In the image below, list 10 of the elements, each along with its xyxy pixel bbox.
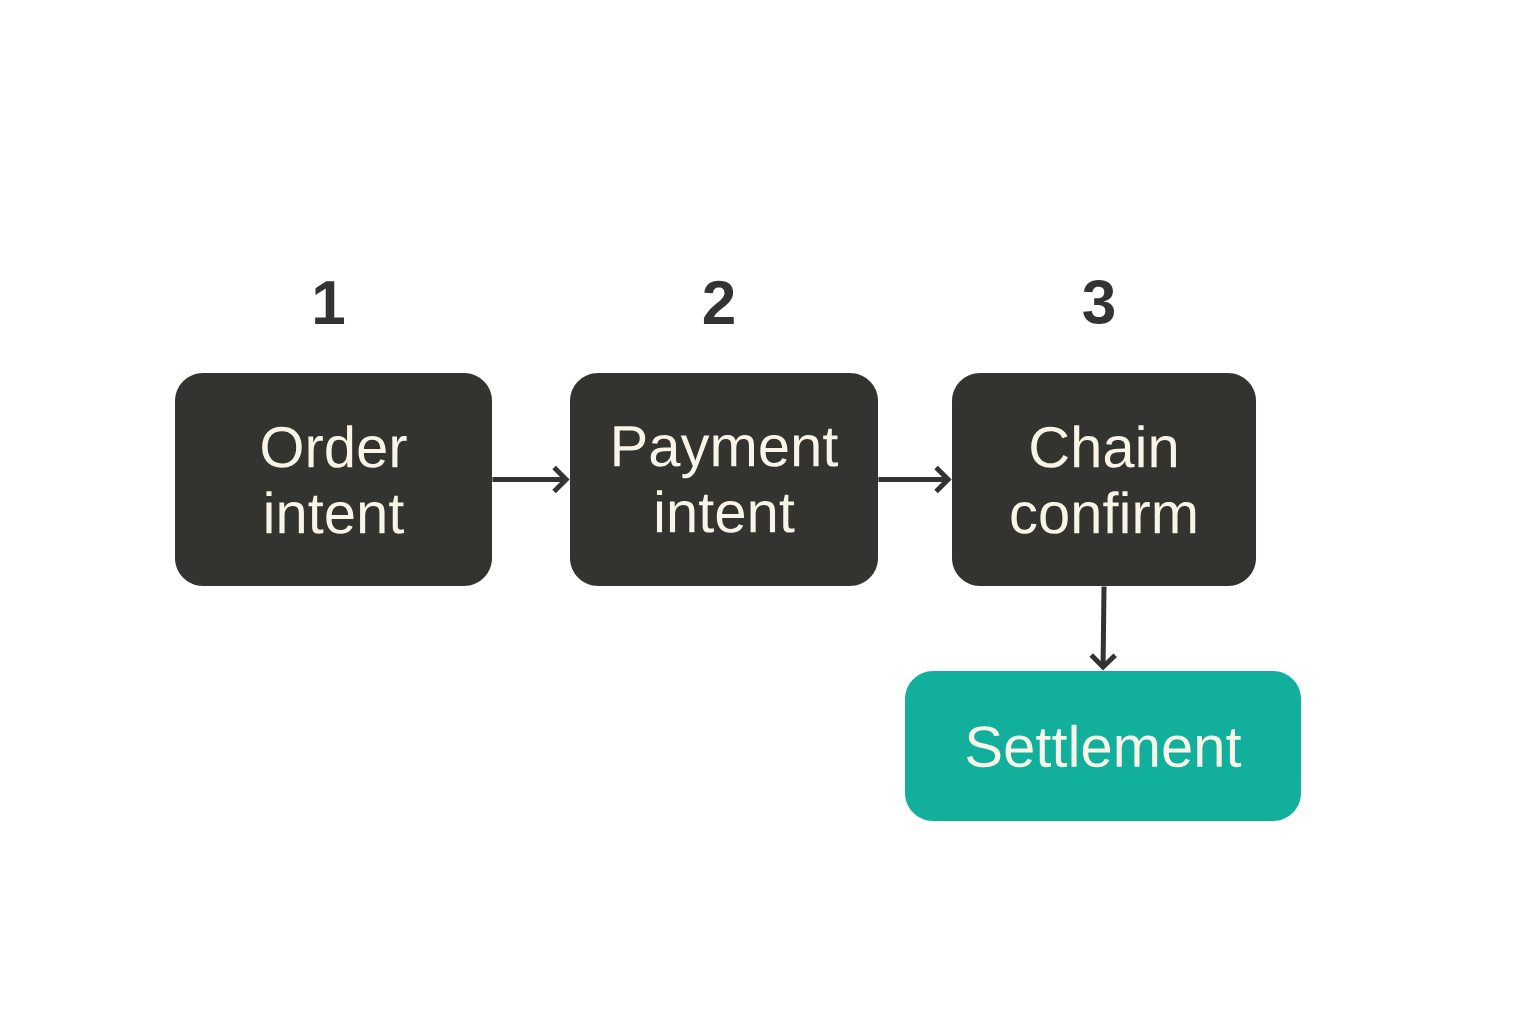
result-box: Settlement — [905, 671, 1301, 821]
step-number: 1 — [315, 281, 344, 324]
process-box: Payment intent — [570, 373, 878, 586]
arrow — [492, 465, 570, 494]
arrow — [1089, 586, 1117, 671]
step-number: 3 — [1083, 279, 1114, 324]
process-box: Order intent — [175, 373, 492, 586]
arrow — [878, 465, 952, 494]
step-number: 2 — [703, 280, 734, 324]
process-box: Chain confirm — [952, 373, 1256, 586]
